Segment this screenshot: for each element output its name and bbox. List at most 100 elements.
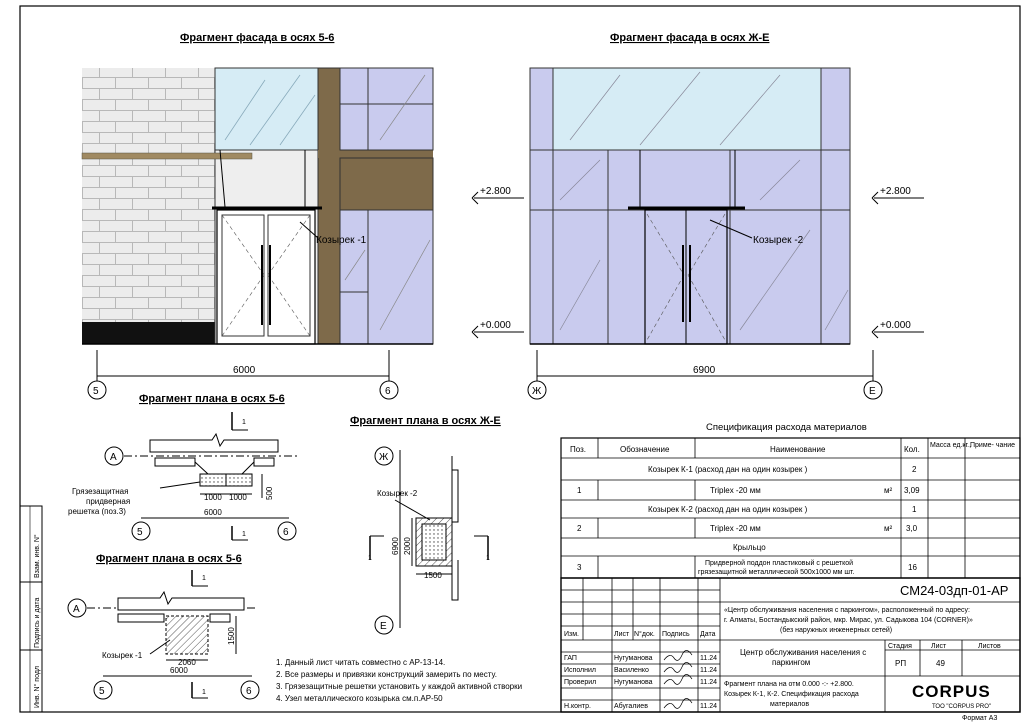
spec-row2-name: Triplex -20 мм: [710, 524, 761, 533]
facade-56-width: 6000: [233, 365, 256, 376]
plan-zhe-section-left: 1: [368, 555, 372, 562]
side-stamp: Инв. N° подл Подпись и дата Взам. инв. N…: [19, 505, 43, 713]
side-stamp-replace: Взам. инв. N°: [33, 534, 41, 578]
stamp-project-1: «Центр обслуживания населения с паркинго…: [724, 606, 970, 614]
plan-56-bottom-dim-total: 6000: [170, 666, 188, 675]
spec-h-qty: Кол.: [904, 445, 920, 454]
stamp-sheet-h: Лист: [931, 643, 947, 650]
plan-56-bottom-dim-depth: 1500: [227, 627, 236, 645]
stamp-role-2: Проверил: [564, 679, 596, 686]
stamp-name-1: Василенко: [614, 667, 649, 674]
plan-56-top-grate-2: придверная: [86, 497, 130, 506]
stamp-project-3: (без наружных инженерных сетей): [780, 626, 892, 634]
plan-zhe-axis-zh: Ж: [379, 452, 389, 463]
note-2: 2. Все размеры и привязки конструкций за…: [276, 670, 497, 679]
spec-row2-unit: м²: [884, 524, 893, 533]
side-stamp-inv: Инв. N° подл: [33, 666, 41, 708]
stamp-date-0: 11.24: [700, 655, 717, 662]
spec-row1-unit: м²: [884, 486, 893, 495]
format-label: Формат А3: [962, 715, 997, 722]
plan-56-top-dim-total: 6000: [204, 508, 222, 517]
notes: 1. Данный лист читать совместно с АР-13-…: [276, 658, 522, 703]
plan-56-bottom-axis-6: 6: [246, 686, 252, 697]
facade-zhe-axis-e: Е: [869, 386, 876, 397]
stamp-sheet-title-1: Фрагмент плана на отм 0.000 -:- +2.800.: [724, 681, 854, 688]
facade-zhe-title: Фрагмент фасада в осях Ж-Е: [610, 32, 769, 44]
stamp-role-3: Н.контр.: [564, 703, 591, 710]
plan-56-top-dim-b: 1000: [229, 493, 247, 502]
plan-56-top-dim-depth: 500: [265, 486, 274, 500]
facade-zhe-canopy-label: Козырек -2: [753, 235, 804, 246]
facade-56-level-top: +2.800: [480, 186, 511, 197]
plan-56-top-grate-3: решетка (поз.3): [68, 507, 126, 516]
plan-56-top-axis-5: 5: [137, 527, 143, 538]
stamp-building-1: Центр обслуживания населения с: [740, 648, 866, 657]
spec-table: Поз. Обозначение Наименование Кол. Масса…: [560, 437, 1021, 579]
plan-56-bottom-title: Фрагмент плана в осях 5-6: [96, 553, 242, 565]
spec-group2-qty: 1: [912, 505, 917, 514]
stamp-code: СМ24-03дп-01-АР: [900, 583, 1008, 598]
plan-56-top-section-bottom: 1: [242, 531, 246, 538]
stamp-h-list: Лист: [614, 631, 630, 638]
title-stamp: Изм. Лист N°док. Подпись Дата ГАП Нугума…: [560, 577, 1021, 713]
plan-56-bottom-axis-a: А: [73, 604, 80, 615]
plan-56-top-axis-a: А: [110, 452, 117, 463]
stamp-h-podpis: Подпись: [662, 631, 690, 638]
stamp-stage: РП: [895, 659, 906, 668]
stamp-project-2: г. Алматы, Бостандыкский район, мкр. Мир…: [724, 616, 973, 624]
plan-zhe-section-right: 1: [486, 555, 490, 562]
facade-56-title: Фрагмент фасада в осях 5-6: [180, 32, 334, 44]
spec-h-mass: Масса ед.кг.,: [930, 442, 971, 449]
stamp-h-izm: Изм.: [564, 631, 579, 638]
facade-56: Козырек -1 +2.800 +0.000 6000 5 6: [81, 67, 524, 400]
plan-56-top-title: Фрагмент плана в осях 5-6: [139, 393, 285, 405]
corpus-logo-sub: ТОО "CORPUS PRO": [932, 704, 991, 710]
spec-row1-pos: 1: [577, 486, 582, 495]
side-stamp-sign: Подпись и дата: [34, 598, 41, 648]
plan-zhe-title: Фрагмент плана в осях Ж-Е: [350, 415, 501, 427]
plan-56-bottom: 1 А 2060 1500 Козырек -1 6000 5 6 1: [67, 570, 260, 700]
plan-56-bottom-section-top: 1: [202, 575, 206, 582]
facade-zhe-level-zero: +0.000: [880, 320, 911, 331]
corpus-logo: CORPUS: [912, 682, 991, 701]
spec-row1-name: Triplex -20 мм: [710, 486, 761, 495]
stamp-building-2: паркингом: [772, 658, 810, 667]
stamp-date-3: 11.24: [700, 703, 717, 710]
spec-h-designation: Обозначение: [620, 445, 670, 454]
facade-zhe: Козырек -2 +2.800 +0.000 6900 Ж Е: [527, 67, 924, 400]
stamp-sheet-title-3: материалов: [770, 701, 809, 708]
stamp-date-1: 11.24: [700, 667, 717, 674]
facade-zhe-axis-zh: Ж: [532, 386, 542, 397]
facade-56-axis-5: 5: [93, 386, 99, 397]
plan-56-top-axis-6: 6: [283, 527, 289, 538]
stamp-stage-h: Стадия: [888, 643, 912, 650]
facade-56-level-zero: +0.000: [480, 320, 511, 331]
spec-group1-qty: 2: [912, 465, 917, 474]
spec-h-name: Наименование: [770, 445, 826, 454]
facade-zhe-level-top: +2.800: [880, 186, 911, 197]
spec-group3: Крыльцо: [733, 543, 766, 552]
note-3: 3. Грязезащитные решетки установить у ка…: [276, 682, 522, 691]
plan-zhe-dim-total: 6900: [391, 537, 400, 555]
stamp-name-2: Нугуманова: [614, 679, 653, 686]
stamp-h-ndok: N°док.: [634, 630, 655, 638]
plan-56-bottom-axis-5: 5: [99, 686, 105, 697]
signatures: [663, 650, 693, 709]
spec-row2-qty: 3,0: [906, 524, 918, 533]
spec-group2: Козырек К-2 (расход дан на один козырек …: [648, 505, 808, 514]
plan-zhe-dim-inner: 2000: [403, 537, 412, 555]
sheet-frame: [19, 5, 1021, 713]
spec-title: Спецификация расхода материалов: [706, 422, 867, 433]
stamp-sheet: 49: [936, 659, 945, 668]
spec-group1: Козырек К-1 (расход дан на один козырек …: [648, 465, 808, 474]
facade-56-canopy-label: Козырек -1: [316, 235, 367, 246]
stamp-name-3: Абугалиев: [614, 702, 648, 710]
plan-56-top: 1 А 1000 1000 500 Грязезащитная придверн…: [68, 412, 300, 541]
spec-h-pos: Поз.: [570, 445, 586, 454]
plan-56-top-grate-1: Грязезащитная: [72, 487, 128, 496]
spec-row1-qty: 3,09: [904, 486, 920, 495]
spec-row3-qty: 16: [908, 563, 917, 572]
stamp-role-0: ГАП: [564, 655, 577, 662]
note-1: 1. Данный лист читать совместно с АР-13-…: [276, 658, 445, 667]
